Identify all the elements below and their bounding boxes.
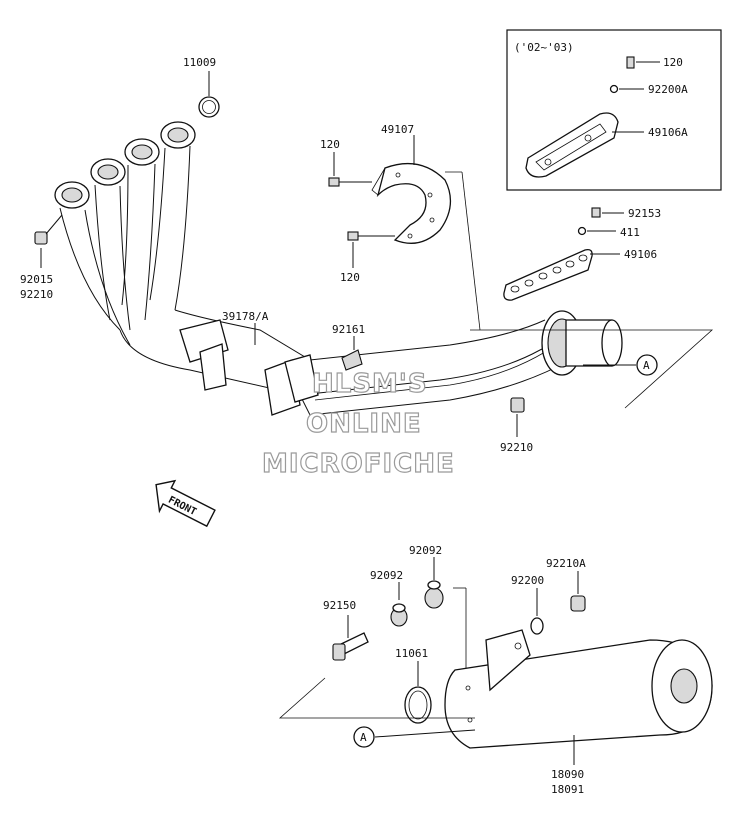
label-120-upper: 120 (320, 138, 340, 151)
label-18090: 18090 (551, 768, 584, 781)
label-49106: 49106 (624, 248, 657, 261)
heat-shield-49106A (525, 112, 619, 178)
label-92092-right: 92092 (409, 544, 442, 557)
label-49107: 49107 (381, 123, 414, 136)
bolt-120-inset (626, 56, 660, 69)
label-92015: 92015 (20, 273, 53, 286)
bolt-120-upper (328, 152, 372, 187)
label-92210-b: 92210 (500, 441, 533, 454)
washer-411 (577, 226, 587, 236)
label-411: 411 (620, 226, 640, 239)
grommet-92092-left (390, 603, 408, 627)
bolt-120-lower (347, 231, 395, 268)
label-92150: 92150 (323, 599, 356, 612)
reference-plane-lower (278, 677, 476, 748)
label-92092-left: 92092 (370, 569, 403, 582)
washer-92200 (530, 617, 544, 635)
label-92200: 92200 (511, 574, 544, 587)
header-flanges (54, 121, 196, 209)
watermark: HLSM'S ONLINE MICROFICHE (261, 368, 455, 479)
ref-a-upper: A (643, 359, 650, 372)
label-49106A: 49106A (648, 126, 688, 139)
nut-92015 (34, 214, 63, 268)
inset-box: ('02~'03) 120 92200A 49106A (506, 29, 722, 191)
clip-92161 (341, 336, 363, 371)
label-92153: 92153 (628, 207, 661, 220)
bolt-92153 (591, 207, 624, 218)
label-120-inset: 120 (663, 56, 683, 69)
label-39178A: 39178/A (222, 310, 269, 323)
heat-shield-49106 (503, 248, 593, 301)
nut-92210A (570, 595, 586, 612)
label-120-lower: 120 (340, 271, 360, 284)
label-92161: 92161 (332, 323, 365, 336)
heat-guard-49107 (371, 162, 452, 244)
muffler-18090 (444, 629, 713, 749)
watermark-line-3: MICROFICHE (262, 449, 455, 479)
front-arrow: FRONT (155, 479, 216, 528)
nut-92210 (510, 397, 525, 437)
collector-outlet (541, 310, 623, 376)
label-92210-a: 92210 (20, 288, 53, 301)
gasket-11009 (198, 71, 220, 118)
inset-year-label: ('02~'03) (514, 41, 574, 54)
ref-a-lower: A (360, 731, 367, 744)
bolt-92150 (332, 632, 369, 661)
watermark-line-2: ONLINE (306, 409, 422, 439)
grommet-92092-right (424, 580, 444, 609)
reference-plane-upper (470, 329, 714, 409)
label-18091: 18091 (551, 783, 584, 796)
watermark-line-1: HLSM'S (312, 369, 428, 399)
label-92200A: 92200A (648, 83, 688, 96)
gasket-11061 (404, 686, 432, 724)
label-11061: 11061 (395, 647, 428, 660)
label-11009: 11009 (183, 56, 216, 69)
label-92210A: 92210A (546, 557, 586, 570)
